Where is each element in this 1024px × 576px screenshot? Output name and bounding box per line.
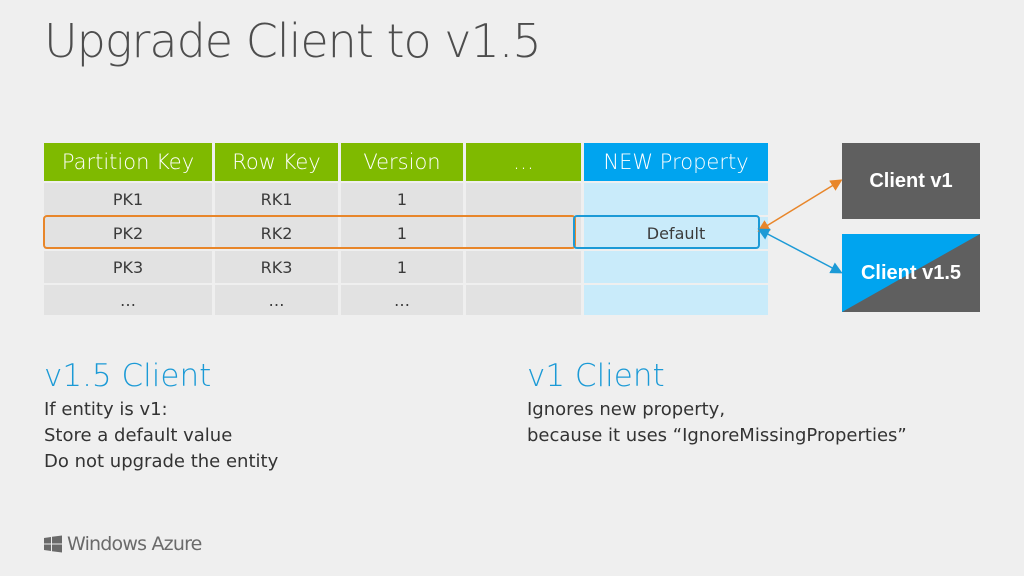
table-cell — [466, 183, 581, 215]
row-highlight-outline — [43, 215, 576, 249]
windows-flag-icon — [44, 535, 62, 553]
arrow-to-client-v15 — [757, 228, 843, 274]
table-cell — [466, 285, 581, 315]
table-cell: RK2 — [215, 217, 338, 249]
logo-text: Windows Azure — [67, 533, 202, 555]
windows-azure-logo: Windows Azure — [43, 533, 202, 555]
table-cell-new-property — [584, 285, 768, 315]
v15-client-line: If entity is v1: — [44, 399, 168, 420]
v1-client-text: Ignores new property, because it uses “I… — [527, 397, 907, 449]
table-cell: RK3 — [215, 251, 338, 283]
table-cell: RK1 — [215, 183, 338, 215]
client-v15-split-shape — [842, 234, 980, 312]
table-cell: … — [341, 285, 463, 315]
page-title: Upgrade Client to v1.5 — [44, 14, 542, 68]
table-cell-new-property: Default — [584, 217, 768, 249]
v1-client-line: Ignores new property, — [527, 399, 726, 420]
client-v1-box: Client v1 — [842, 143, 980, 219]
header-version: Version — [341, 143, 463, 181]
v15-client-text: If entity is v1: Store a default value D… — [44, 397, 278, 475]
table-cell-new-property — [584, 251, 768, 283]
table-cell — [466, 251, 581, 283]
table-cell: 1 — [341, 217, 463, 249]
header-partition-key: Partition Key — [44, 143, 212, 181]
v15-client-line: Do not upgrade the entity — [44, 451, 279, 472]
table-cell: … — [215, 285, 338, 315]
client-v1-label: Client v1 — [869, 169, 953, 192]
header-ellipsis: … — [466, 143, 581, 181]
v1-client-line: because it uses “IgnoreMissingProperties… — [527, 425, 907, 446]
arrow-to-client-v1 — [757, 179, 843, 232]
table-cell: PK1 — [44, 183, 212, 215]
v15-client-line: Store a default value — [44, 425, 233, 446]
v1-client-heading: v1 Client — [527, 358, 665, 394]
table-cell: 1 — [341, 183, 463, 215]
table-cell: … — [44, 285, 212, 315]
v15-client-heading: v1.5 Client — [44, 358, 212, 394]
table-cell: 1 — [341, 251, 463, 283]
entity-table: Partition Key Row Key Version … NEW Prop… — [44, 143, 768, 315]
header-new-property: NEW Property — [584, 143, 768, 181]
client-v15-label: Client v1.5 — [860, 261, 962, 284]
table-cell: PK2 — [44, 217, 212, 249]
table-cell-new-property — [584, 183, 768, 215]
table-cell: PK3 — [44, 251, 212, 283]
header-row-key: Row Key — [215, 143, 338, 181]
client-v15-box: Client v1.5 — [842, 234, 980, 312]
table-cell — [466, 217, 581, 249]
